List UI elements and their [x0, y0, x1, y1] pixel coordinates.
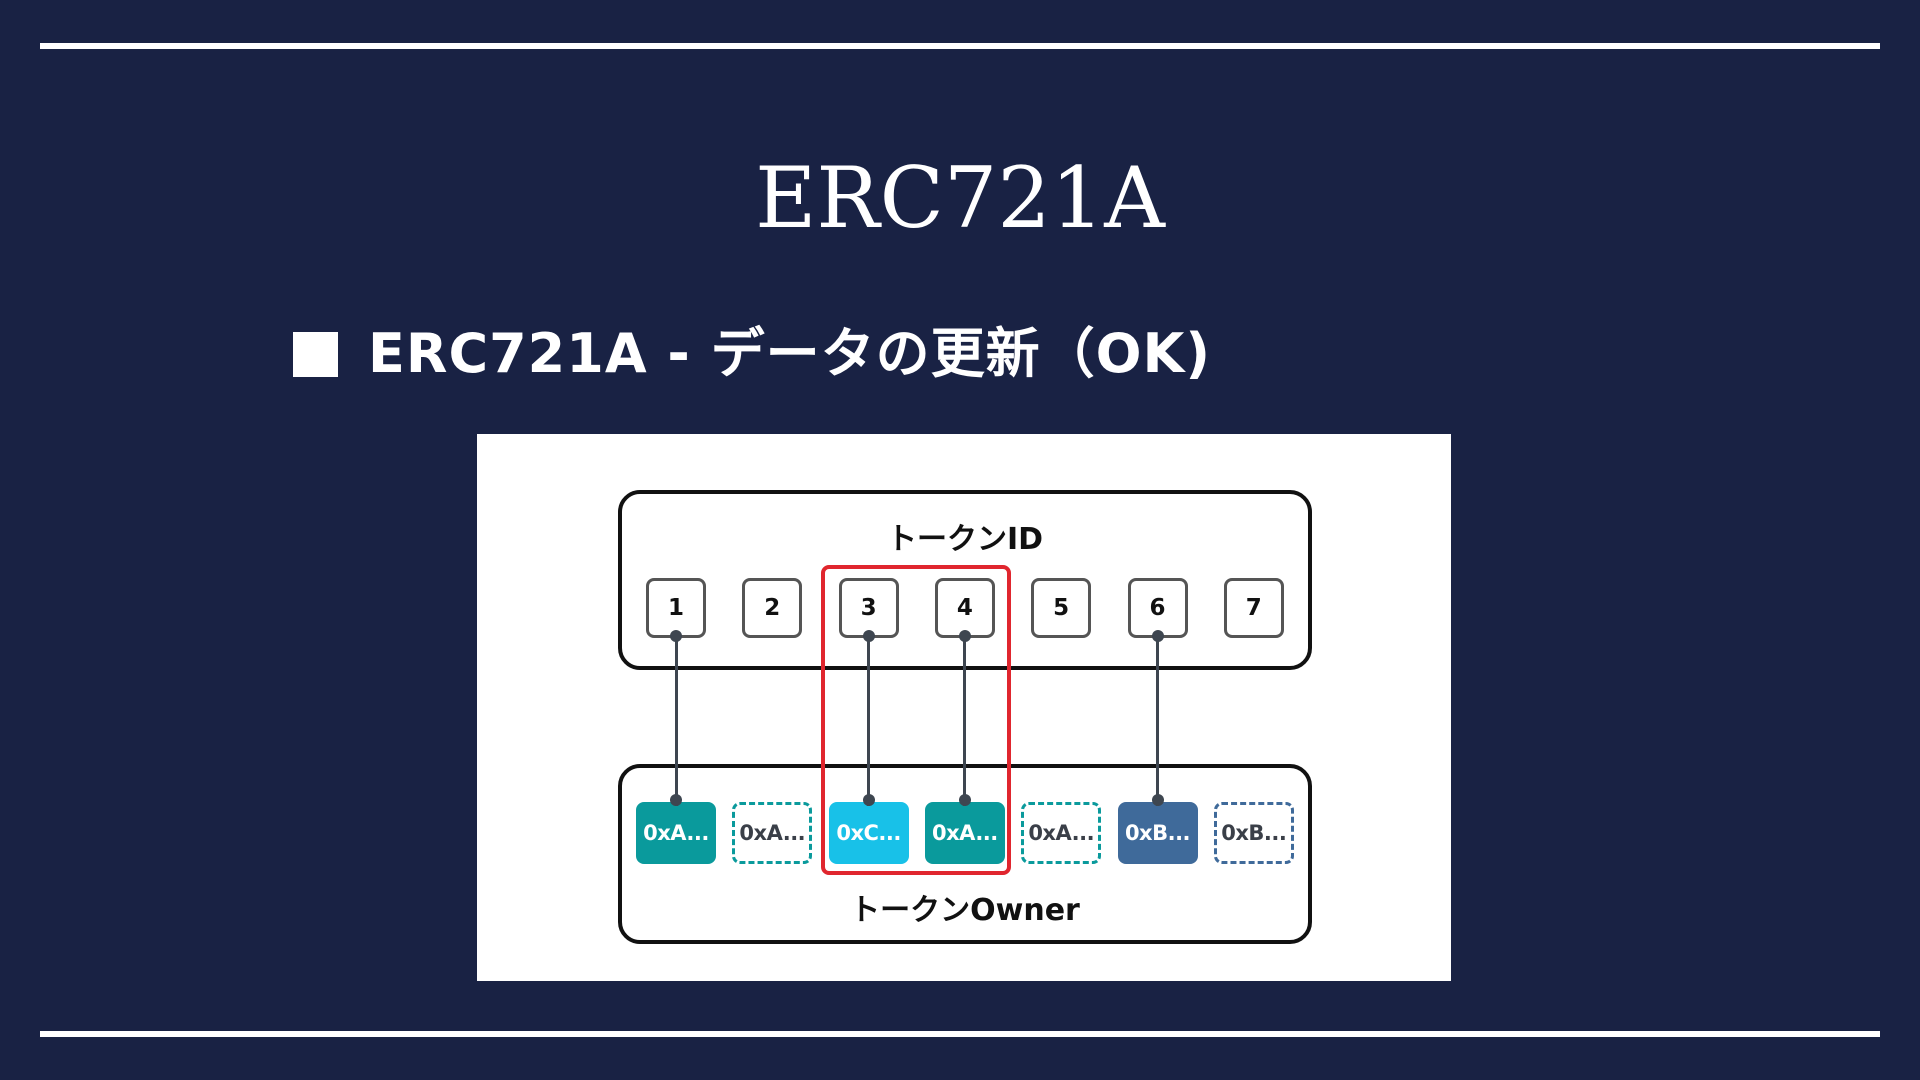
owner-link-line: [867, 636, 871, 806]
link-end-dot: [670, 794, 682, 806]
owner-box: 0xC...: [828, 802, 909, 864]
owner-box: 0xA...: [636, 802, 716, 864]
bottom-rule: [40, 1031, 1880, 1037]
owner-box: 0xA...: [1021, 802, 1102, 864]
slide-title: ERC721A: [755, 149, 1165, 247]
token-owner-label: トークンOwner: [850, 893, 1080, 928]
token-id-box: 1: [646, 578, 706, 638]
link-start-dot: [862, 630, 875, 642]
link-end-dot: [1151, 794, 1164, 806]
section-heading: ERC721A - データの更新（OK): [293, 320, 1211, 388]
owner-box: 0xA...: [732, 802, 813, 864]
section-heading-text: ERC721A - データの更新（OK): [368, 322, 1212, 385]
token-id-box: 5: [1031, 578, 1092, 638]
owner-link-line: [674, 636, 678, 806]
owner-box: 0xB...: [1213, 802, 1294, 864]
highlight-frame: [821, 565, 1011, 875]
token-id-box: 6: [1127, 578, 1188, 638]
token-id-label: トークンID: [886, 522, 1044, 557]
link-start-dot: [1151, 630, 1164, 642]
token-id-box: 4: [934, 578, 995, 638]
token-id-box: 2: [742, 578, 803, 638]
owner-box: 0xB...: [1117, 802, 1198, 864]
link-end-dot: [958, 794, 971, 806]
link-start-dot: [670, 630, 682, 642]
owner-link-line: [963, 636, 967, 806]
link-start-dot: [958, 630, 971, 642]
square-bullet-icon: [293, 331, 338, 377]
token-id-box: 7: [1223, 578, 1284, 638]
owner-link-line: [1156, 636, 1159, 806]
top-rule: [40, 43, 1880, 49]
link-end-dot: [862, 794, 875, 806]
owner-box: 0xA...: [924, 802, 1005, 864]
